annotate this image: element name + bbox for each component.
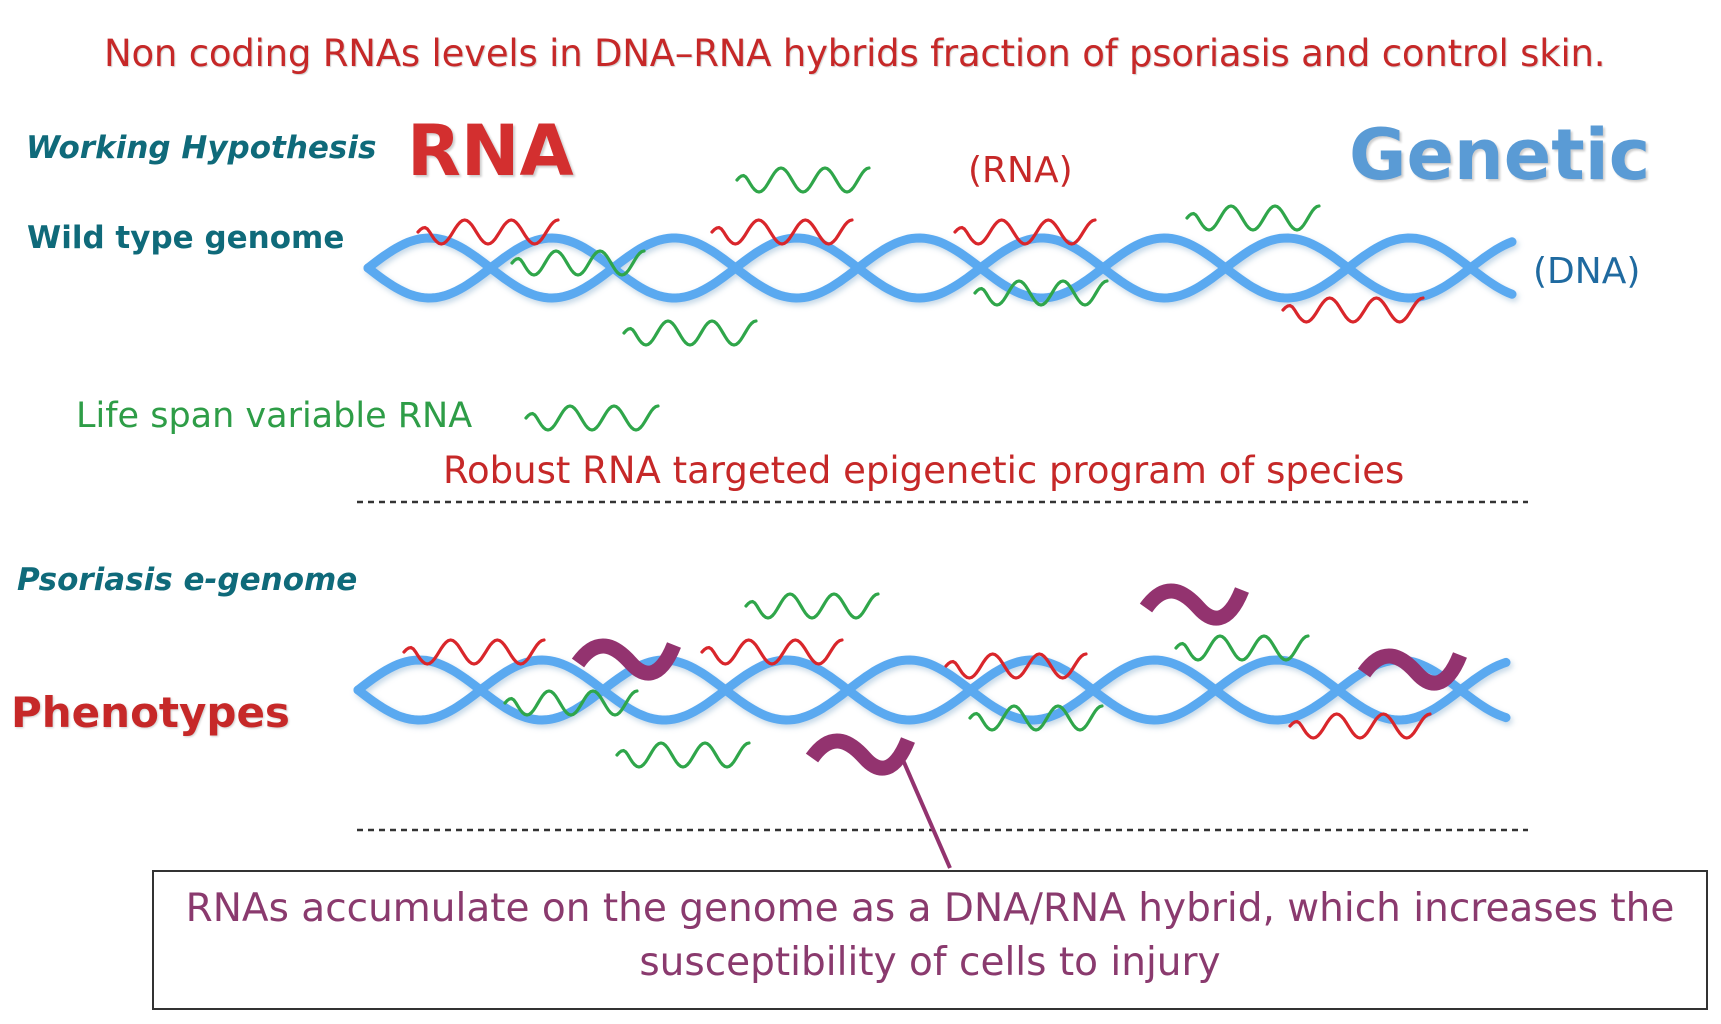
coding-rna-squiggle — [1288, 712, 1432, 740]
coding-rna-squiggle — [1281, 296, 1425, 324]
variable-rna-squiggle — [1185, 204, 1321, 232]
coding-rna-squiggle — [953, 218, 1097, 246]
variable-rna-squiggle — [615, 741, 751, 769]
dna-strand — [353, 655, 1511, 725]
rna-strand-label: (RNA) — [968, 150, 1073, 191]
variable-rna-squiggle — [503, 689, 639, 717]
psoriasis-dna-helix — [353, 655, 1511, 725]
callout-box: RNAs accumulate on the genome as a DNA/R… — [152, 870, 1708, 1010]
dna-strand — [363, 233, 1517, 303]
coding-rna-squiggle — [402, 638, 546, 666]
working-hypothesis-label: Working Hypothesis — [26, 130, 377, 166]
callout-line-1: RNAs accumulate on the genome as a DNA/R… — [185, 886, 1675, 931]
phenotypes-heading: Phenotypes — [11, 688, 290, 737]
robust-program-label: Robust RNA targeted epigenetic program o… — [443, 449, 1405, 492]
hybrid-rna-squiggle — [1139, 583, 1249, 626]
life-span-rna-label: Life span variable RNA — [76, 396, 473, 436]
coding-rna-squiggle — [710, 218, 854, 246]
dna-strand-label: (DNA) — [1533, 251, 1641, 292]
callout-line-2: susceptibility of cells to injury — [639, 940, 1221, 985]
psoriasis-genome-label: Psoriasis e-genome — [17, 562, 358, 598]
dna-strand — [363, 233, 1517, 303]
rna-heading: RNA — [407, 110, 574, 192]
variable-rna-squiggle — [510, 249, 646, 277]
callout-pointer-line — [901, 759, 952, 869]
figure-title: Non coding RNAs levels in DNA–RNA hybrid… — [104, 32, 1606, 75]
coding-rna-squiggle — [700, 638, 844, 666]
wild-type-genome-label: Wild type genome — [27, 220, 345, 256]
hybrid-rna-squiggle — [805, 733, 915, 776]
variable-rna-squiggle — [1174, 634, 1310, 662]
variable-rna-squiggle — [735, 166, 871, 194]
legend-variable-rna-squiggle — [524, 404, 660, 432]
coding-rna-squiggle — [944, 652, 1088, 680]
hybrid-rna-squiggle — [571, 638, 681, 681]
coding-rna-squiggle — [416, 218, 560, 246]
wild-type-dna-helix — [363, 233, 1517, 303]
dna-strand — [353, 655, 1511, 725]
variable-rna-squiggle — [973, 279, 1109, 307]
hybrid-rna-squiggle — [1357, 648, 1467, 691]
variable-rna-squiggle — [968, 704, 1104, 732]
variable-rna-squiggle — [622, 319, 758, 347]
variable-rna-squiggle — [744, 592, 880, 620]
genetic-heading: Genetic — [1349, 114, 1651, 196]
